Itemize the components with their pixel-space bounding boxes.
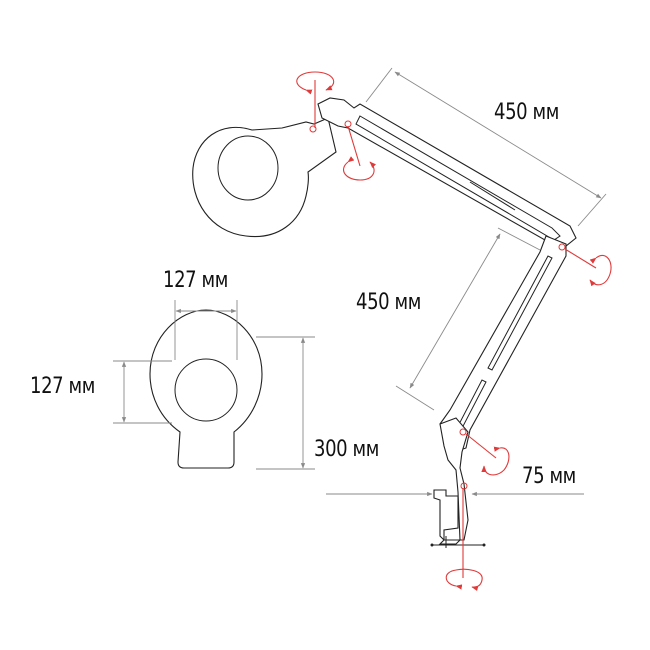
lamp-head-angled (192, 117, 337, 238)
lower-arm (439, 235, 567, 453)
rotation-markers (296, 71, 612, 591)
lower-arm-length-label: 450 мм (356, 290, 421, 315)
head-height-label: 300 мм (314, 437, 379, 462)
dimension-lines (113, 67, 607, 497)
lens-width-label: 127 мм (163, 268, 228, 293)
upper-arm-length-label: 450 мм (494, 100, 559, 125)
clamp-base (430, 417, 486, 548)
lens-height-label: 127 мм (30, 374, 95, 399)
clamp-opening-label: 75 мм (522, 464, 576, 489)
lamp-head-front-view (149, 309, 263, 469)
